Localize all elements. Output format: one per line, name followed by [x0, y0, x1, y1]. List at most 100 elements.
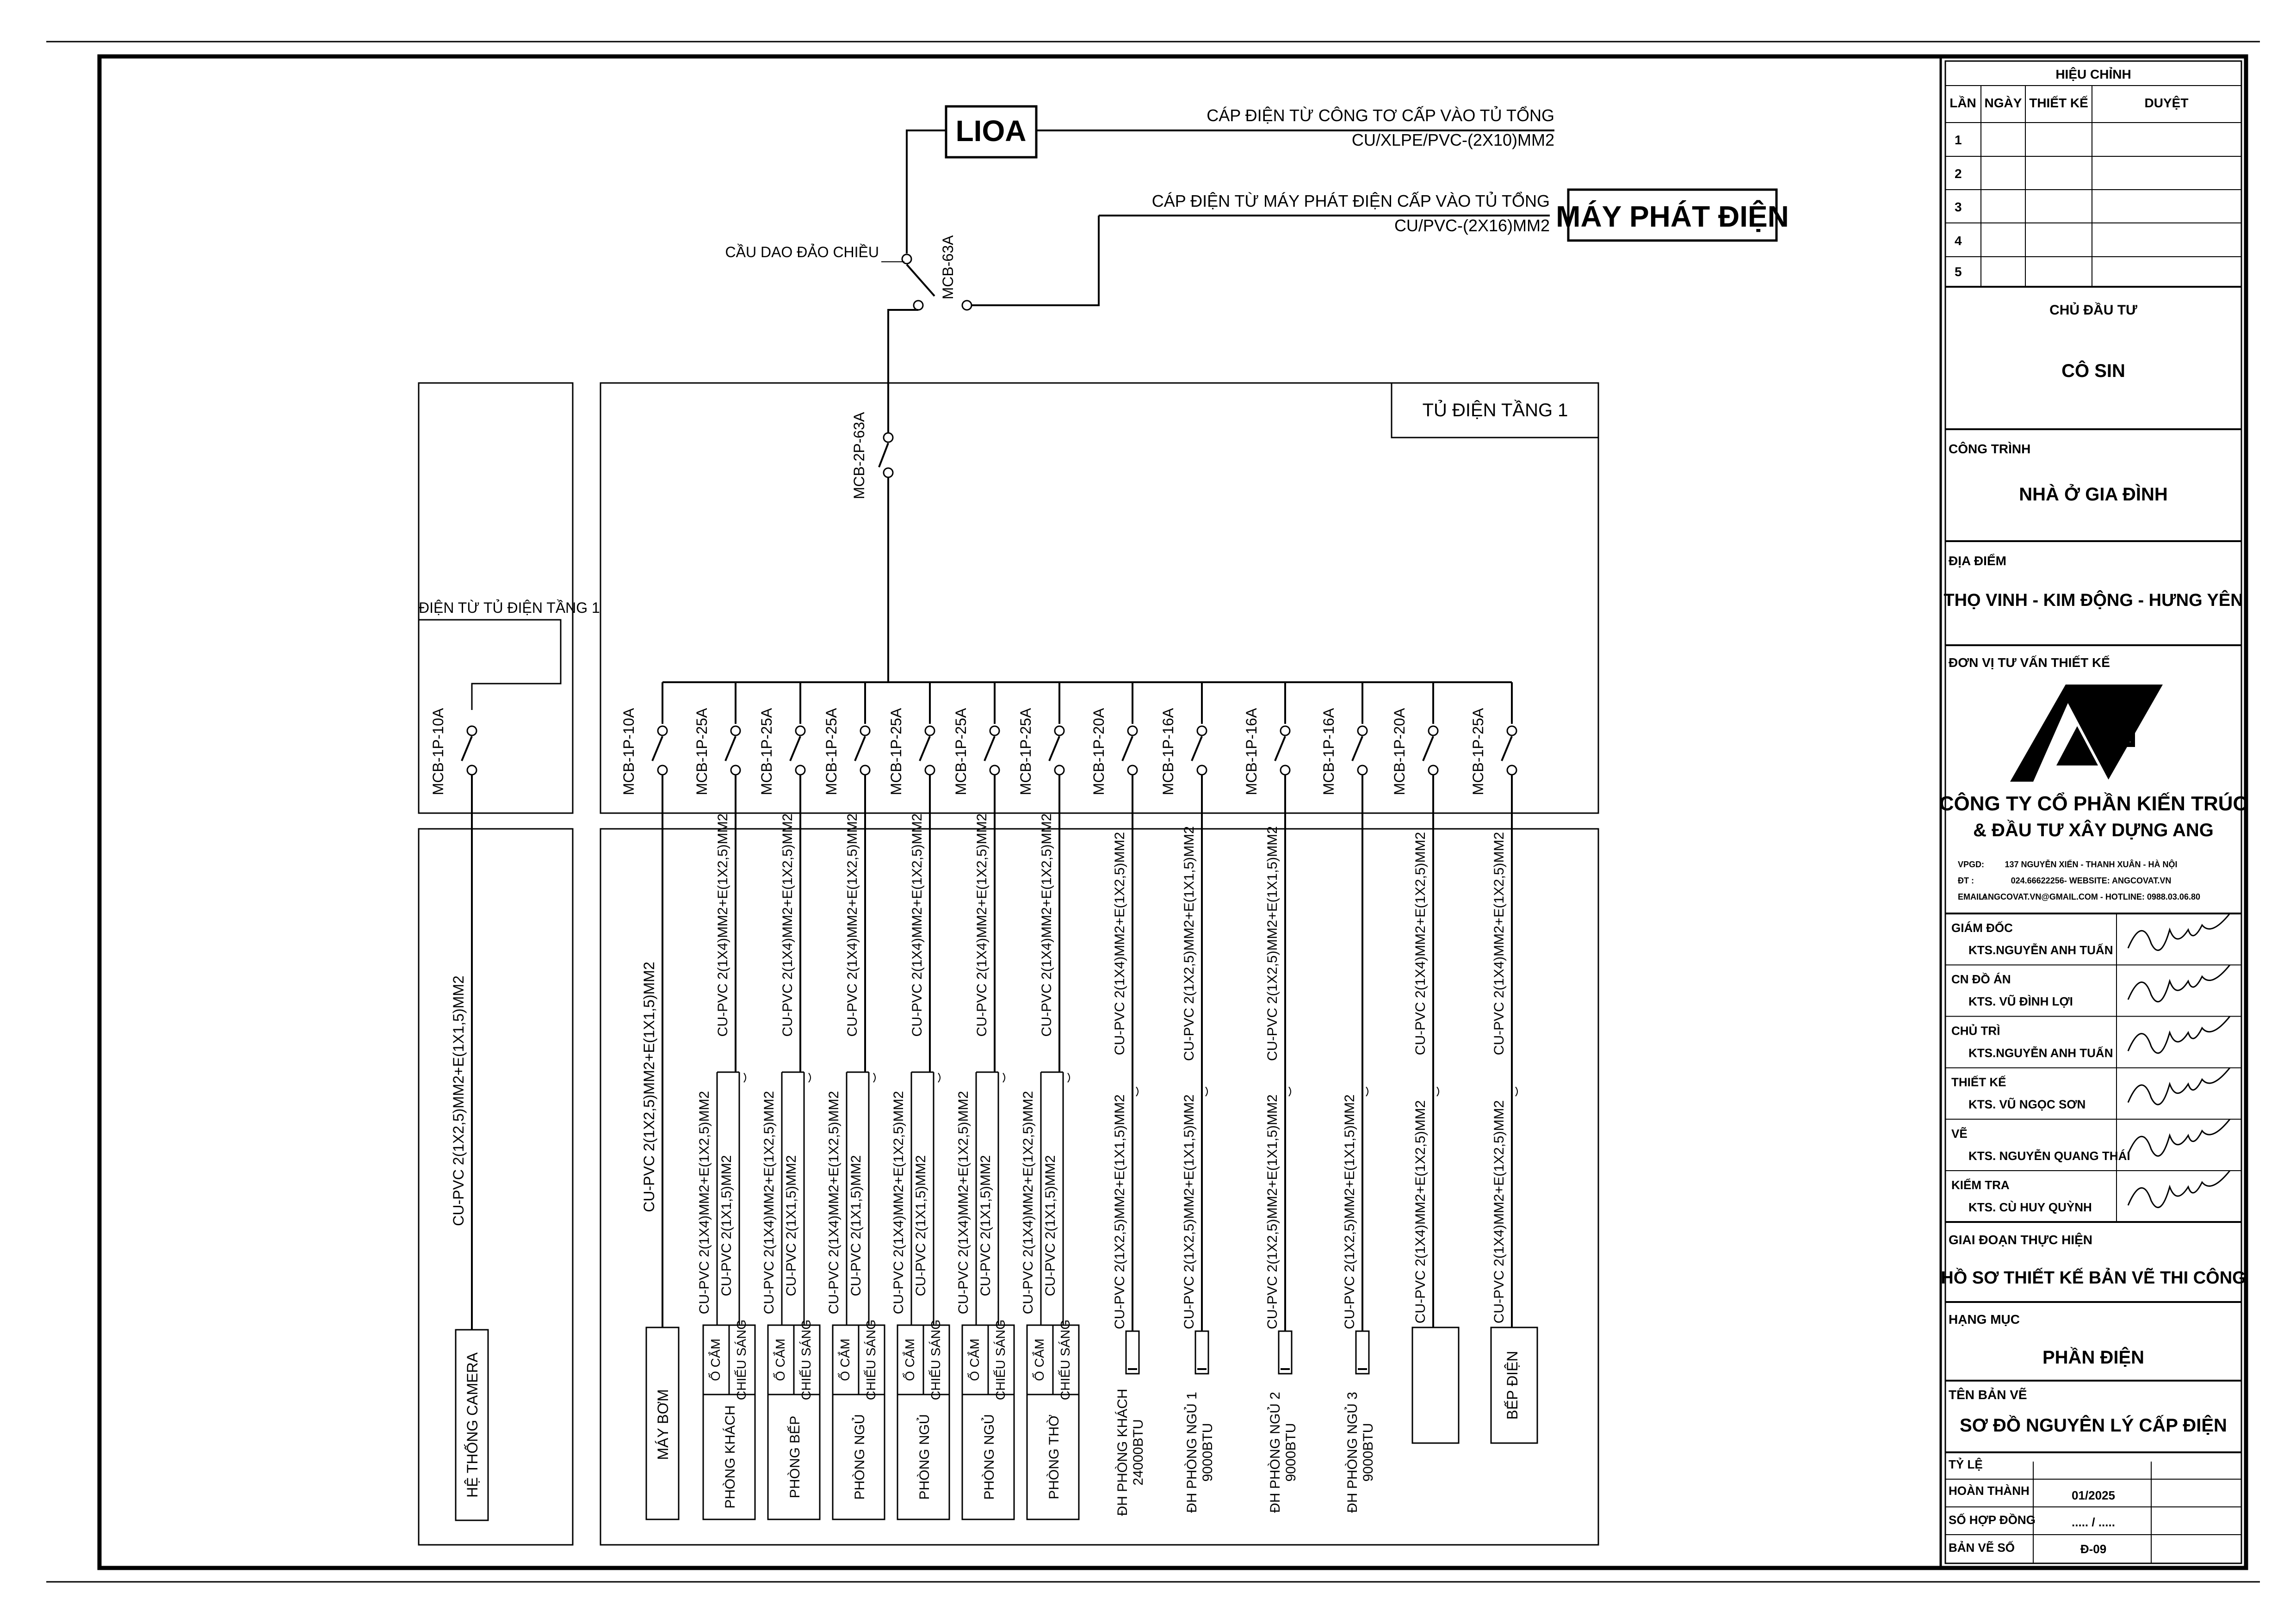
rev-row-3: 3 — [1955, 200, 1962, 214]
contact-key-3: EMAIL: — [1958, 892, 1987, 901]
signature — [2127, 1016, 2231, 1054]
room-feed-cable-label: CU-PVC 2(1X4)MM2+E(1X2,5)MM2 — [780, 814, 795, 1037]
room-label: PHÒNG BẾP — [787, 1416, 803, 1498]
breaker-contact-top — [1280, 725, 1291, 736]
kitchen-load-label: BẾP ĐIỆN — [1504, 1351, 1521, 1420]
transfer-breaker-label: MCB-63A — [940, 235, 956, 299]
breaker-contact-bottom — [1280, 765, 1291, 776]
breaker-contact-bottom — [924, 765, 935, 776]
room-box — [702, 1394, 756, 1520]
light-cable-label: CU-PVC 2(1X1,5)MM2 — [784, 1155, 799, 1296]
contract-label: SỐ HỢP ĐỒNG — [1949, 1513, 2036, 1527]
main-breaker-contact-top — [883, 432, 894, 443]
socket-label: Ổ CẮM — [903, 1339, 917, 1381]
drawing-name-label: TÊN BẢN VẼ — [1949, 1387, 2027, 1402]
logo-g-stroke — [2100, 712, 2135, 747]
camera-breaker-blade — [461, 736, 473, 761]
socket-cable-label: CU-PVC 2(1X4)MM2+E(1X2,5)MM2 — [1021, 1091, 1036, 1314]
socket-cable-label: CU-PVC 2(1X4)MM2+E(1X2,5)MM2 — [956, 1091, 971, 1314]
room-label: PHÒNG THỜ — [1046, 1414, 1062, 1500]
scale-label: TỶ LỆ — [1949, 1457, 1983, 1471]
breaker-contact-bottom — [989, 765, 1000, 776]
title-block: HIỆU CHỈNH LẦN NGÀY THIẾT KẾ DUYỆT 1 2 3… — [1939, 56, 2247, 1568]
light-label: CHIẾU SÁNG — [928, 1320, 943, 1400]
kitchen-load-box — [1411, 1327, 1460, 1444]
room-feed-cable-label: CU-PVC 2(1X4)MM2+E(1X2,5)MM2 — [974, 814, 990, 1037]
light-label: CHIẾU SÁNG — [734, 1320, 749, 1400]
appliance-symbol — [1355, 1330, 1370, 1375]
breaker-contact-top — [1506, 725, 1517, 736]
staff-name: KTS.NGUYỄN ANH TUẤN — [1968, 1046, 2113, 1060]
camera-cable-label: CU-PVC 2(1X2,5)MM2+E(1X1,5)MM2 — [450, 975, 467, 1226]
breaker-label: MCB-1P-10A — [620, 708, 637, 795]
room-box — [832, 1394, 885, 1520]
breaker-contact-bottom — [657, 765, 668, 776]
room-feed-cable-label: CU-PVC 2(1X4)MM2+E(1X2,5)MM2 — [715, 814, 730, 1037]
investor-label: CHỦ ĐẦU TƯ — [2049, 302, 2137, 318]
light-cable-label: CU-PVC 2(1X1,5)MM2 — [978, 1155, 993, 1296]
transfer-switch-blade — [906, 264, 935, 297]
breaker-contact-top — [1054, 725, 1065, 736]
room-box — [961, 1394, 1015, 1520]
staff-role: CHỦ TRÌ — [1951, 1023, 2000, 1037]
staff-role: KIỂM TRA — [1951, 1178, 2010, 1192]
camera-load-label: HỆ THỐNG CAMERA — [464, 1352, 481, 1498]
appliance-rating-label: 24000BTU — [1131, 1419, 1146, 1485]
rev-header-duyet: DUYỆT — [2145, 96, 2189, 110]
location-label: ĐỊA ĐIỂM — [1949, 554, 2006, 568]
branch-circuits: MCB-1P-10A CU-PVC 2(1X2,5)MM2+E(1X1,5)MM2… — [620, 682, 1538, 1520]
socket-cable-label: CU-PVC 2(1X4)MM2+E(1X2,5)MM2 — [891, 1091, 906, 1314]
main-breaker: MCB-2P-63A — [851, 412, 894, 682]
room-feed-cable-label: CU-PVC 2(1X4)MM2+E(1X2,5)MM2 — [845, 814, 860, 1037]
breaker-contact-bottom — [1506, 765, 1517, 776]
generator-box — [1567, 188, 1778, 242]
sheet-label: BẢN VẼ SỐ — [1949, 1541, 2015, 1555]
room-label: PHÒNG NGỦ — [852, 1414, 867, 1500]
room-box — [767, 1394, 821, 1520]
breaker-contact-bottom — [1428, 765, 1439, 776]
appliance-load-label: ĐH PHÒNG KHÁCH — [1115, 1388, 1130, 1516]
camera-panel-lower — [418, 828, 574, 1546]
rev-row-4: 4 — [1955, 234, 1962, 248]
breaker-label: MCB-1P-25A — [1470, 708, 1486, 795]
breaker-contact-top — [989, 725, 1000, 736]
kitchen-load-box — [1490, 1327, 1538, 1444]
camera-breaker-label: MCB-1P-10A — [430, 708, 446, 795]
breaker-contact-top — [924, 725, 935, 736]
breaker-contact-bottom — [1054, 765, 1065, 776]
breaker-blade — [1191, 736, 1203, 761]
breaker-blade — [919, 736, 931, 761]
appliance-cable-lower-label: CU-PVC 2(1X2,5)MM2+E(1X1,5)MM2 — [1342, 1094, 1357, 1329]
socket-label: Ổ CẮM — [708, 1339, 723, 1381]
logo-a-inner — [2056, 726, 2098, 765]
appliance-load-label: ĐH PHÒNG NGỦ 1 — [1184, 1392, 1200, 1513]
main-panel-lower — [600, 828, 1599, 1546]
room-box — [897, 1394, 950, 1520]
breaker-label: MCB-1P-25A — [693, 708, 710, 795]
breaker-blade — [651, 736, 663, 761]
breaker-blade — [1422, 736, 1434, 761]
breaker-blade — [1121, 736, 1133, 761]
meter-cable-spec: CU/XLPE/PVC-(2X10)MM2 — [1352, 130, 1554, 149]
breaker-contact-bottom — [795, 765, 806, 776]
breaker-label: MCB-1P-25A — [888, 708, 904, 795]
staff-name: KTS. CÙ HUY QUỲNH — [1968, 1200, 2092, 1214]
light-cable-tick — [873, 1073, 876, 1083]
kitchen-cable-upper-label: CU-PVC 2(1X4)MM2+E(1X2,5)MM2 — [1413, 832, 1428, 1055]
light-cable-tick — [938, 1073, 941, 1083]
staff-role: CN ĐỒ ÁN — [1951, 972, 2011, 986]
breaker-contact-top — [860, 725, 871, 736]
lioa-feed-line — [906, 130, 946, 253]
drawing-frame — [97, 54, 2248, 1570]
light-label: CHIẾU SÁNG — [864, 1320, 878, 1400]
generator-feed-line — [972, 216, 1100, 306]
transfer-contact-a — [913, 300, 924, 311]
panel-title-box — [1391, 382, 1599, 438]
company-name-line2: & ĐẦU TƯ XÂY DỰNG ANG — [1973, 819, 2214, 840]
